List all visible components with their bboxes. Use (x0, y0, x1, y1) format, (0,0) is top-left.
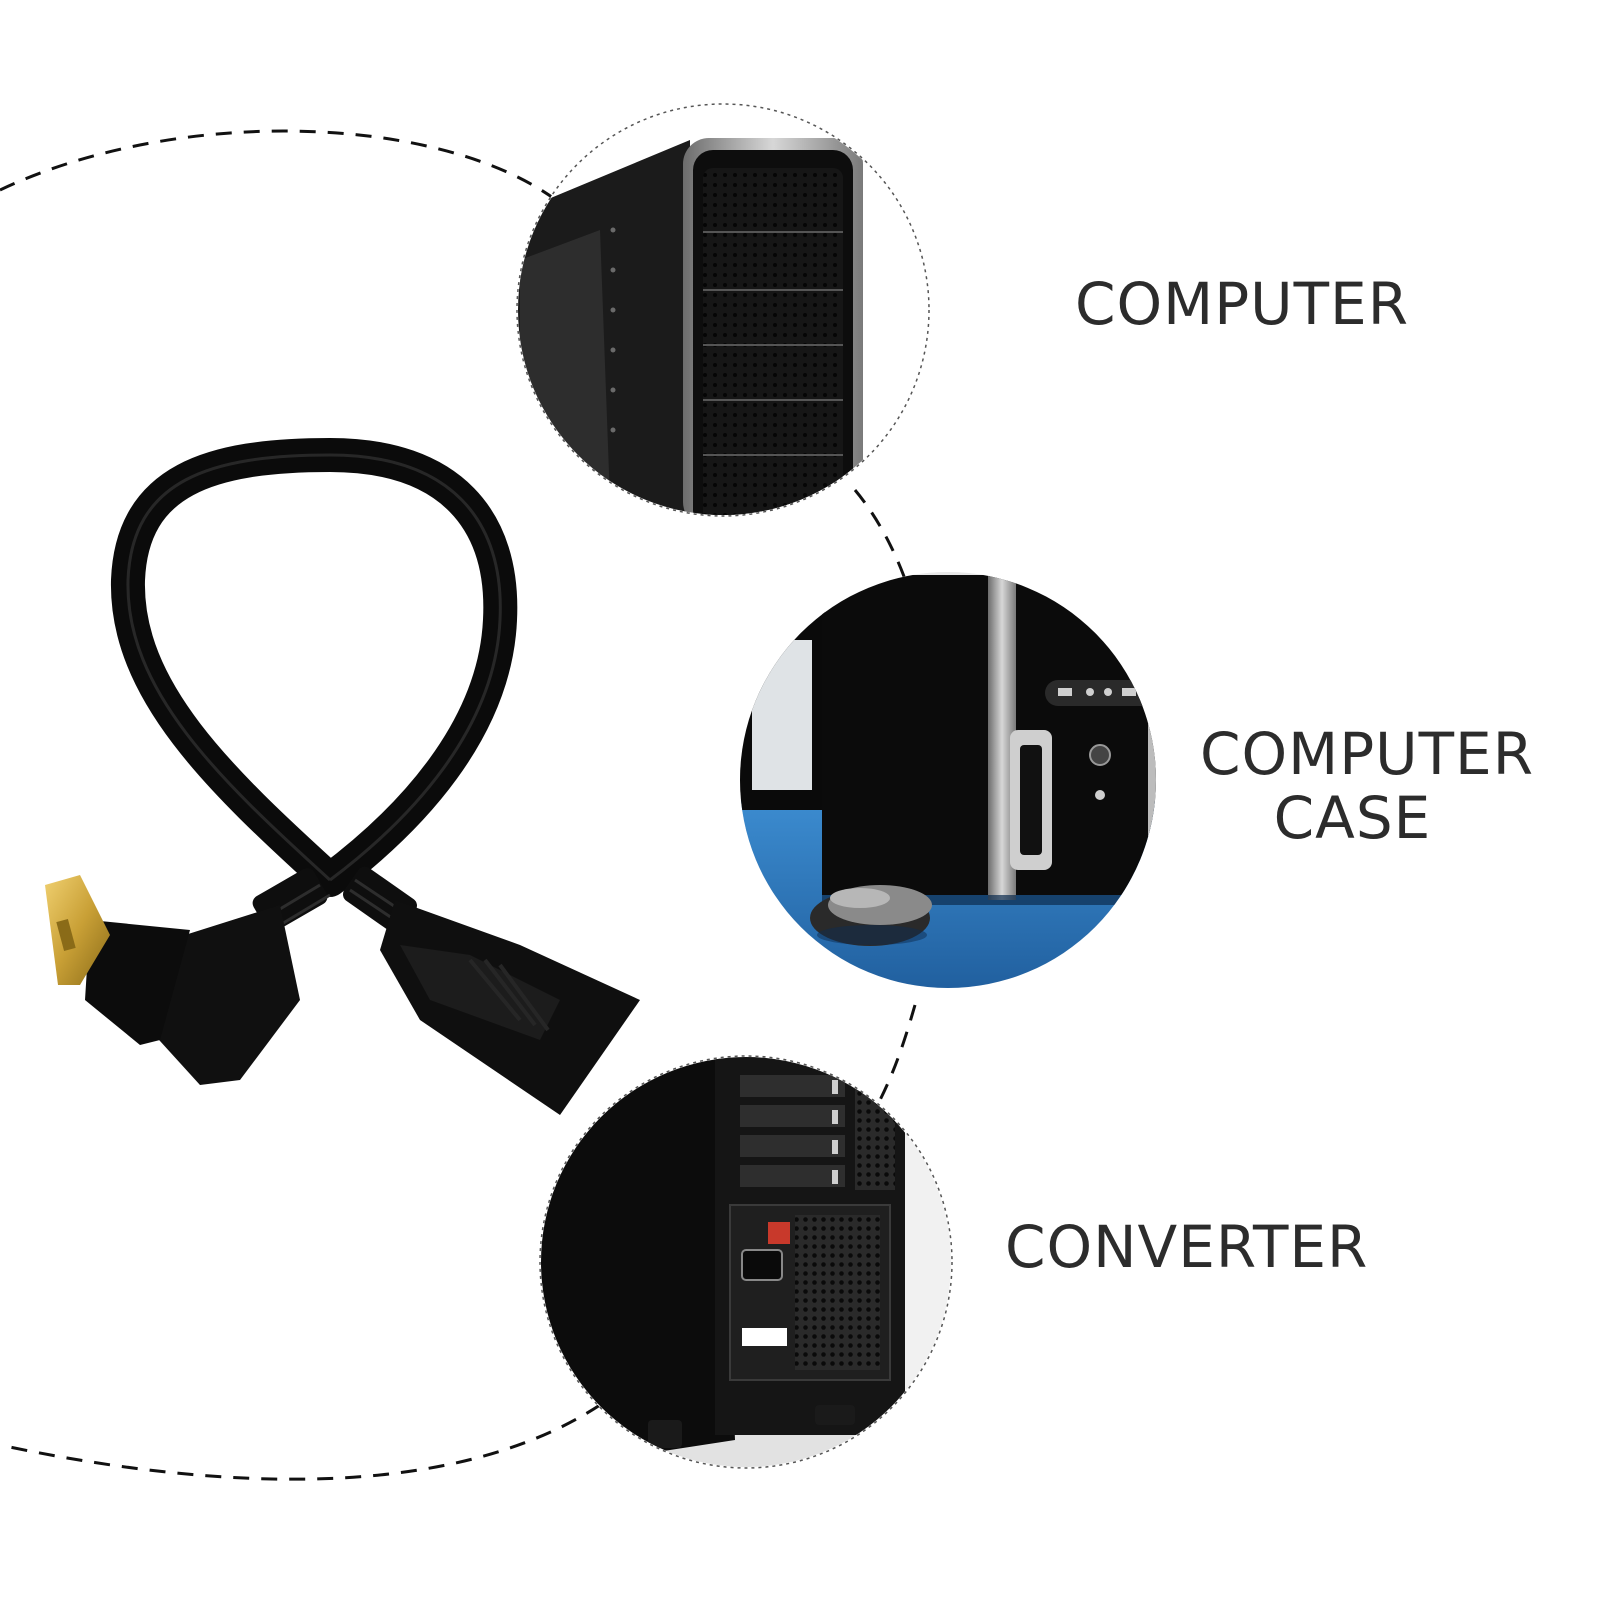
computer-case-label-line1: COMPUTER (1200, 720, 1534, 788)
computer-case-label: COMPUTER CASE (1200, 720, 1534, 852)
computer-label: COMPUTER (1075, 270, 1409, 338)
angled-cable-image (45, 438, 640, 1115)
dashed-outline (0, 129, 917, 1481)
computer-case-photo (740, 572, 1156, 988)
converter-label: CONVERTER (1005, 1213, 1369, 1281)
computer-photo (516, 103, 930, 517)
converter-photo (539, 1055, 953, 1469)
computer-case-label-line2: CASE (1273, 784, 1432, 852)
